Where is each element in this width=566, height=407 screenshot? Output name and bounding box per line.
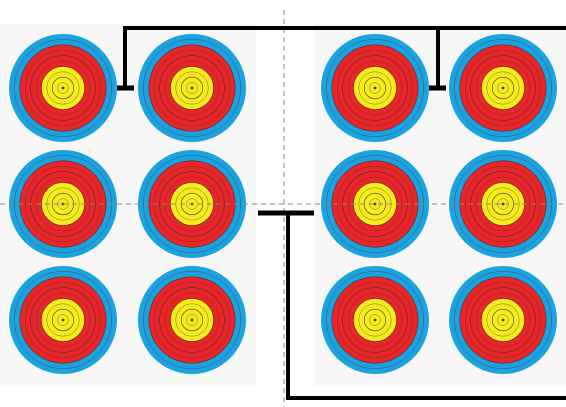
center-x-mark — [191, 319, 194, 322]
target-face — [449, 266, 557, 374]
center-x-mark — [374, 203, 377, 206]
center-x-mark — [502, 203, 505, 206]
center-x-mark — [374, 319, 377, 322]
target-face — [138, 266, 246, 374]
target-face — [449, 34, 557, 142]
target-face — [321, 266, 429, 374]
center-x-mark — [502, 319, 505, 322]
center-x-mark — [191, 87, 194, 90]
target-face — [138, 34, 246, 142]
center-x-mark — [374, 87, 377, 90]
target-face — [9, 266, 117, 374]
center-x-mark — [62, 87, 65, 90]
target-face — [321, 34, 429, 142]
target-face — [9, 34, 117, 142]
center-x-mark — [502, 87, 505, 90]
center-x-mark — [62, 319, 65, 322]
